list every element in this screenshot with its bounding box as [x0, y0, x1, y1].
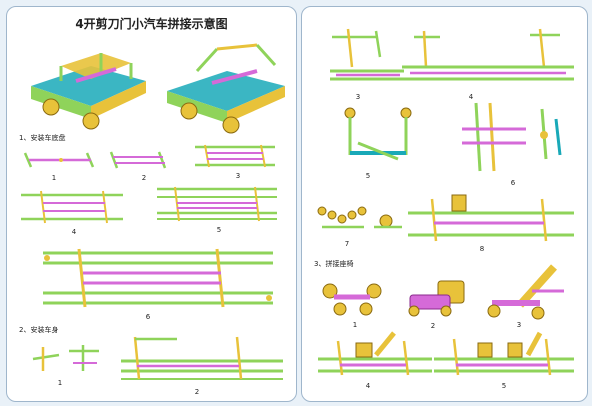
left-instruction-panel: 4开剪刀门小汽车拼接示意图 1、安装车底盘 1 — [6, 6, 297, 402]
seat-step-5-diagram — [434, 331, 574, 376]
seat-step-5-label: 5 — [501, 382, 507, 390]
seat-step-3-label: 3 — [516, 321, 522, 329]
chassis-step-1-label: 1 — [51, 174, 57, 182]
seat-step-2-diagram — [408, 280, 465, 317]
body-step-6-diagram — [462, 102, 562, 172]
chassis-step-3-diagram — [195, 144, 275, 168]
body-step-8-diagram — [408, 194, 574, 242]
body-step-1-label: 1 — [57, 379, 63, 387]
chassis-step-2-diagram — [109, 151, 167, 169]
page-title: 4开剪刀门小汽车拼接示意图 — [75, 17, 228, 31]
body-step-3-label: 3 — [355, 93, 361, 101]
body-step-2-label: 2 — [194, 388, 200, 396]
seat-step-4-label: 4 — [365, 382, 371, 390]
section-label-body: 2、安装车身 — [19, 326, 59, 334]
chassis-step-6-diagram — [43, 248, 273, 308]
body-step-7-label: 7 — [344, 240, 350, 248]
body-step-5-label: 5 — [365, 172, 371, 180]
car-closed-illustration — [31, 53, 146, 130]
body-step-4-diagram — [402, 28, 574, 81]
chassis-step-2-label: 2 — [141, 174, 147, 182]
chassis-step-5-label: 5 — [216, 226, 222, 234]
right-instruction-panel: 3 4 5 6 7 — [301, 6, 588, 402]
body-step-8-label: 8 — [479, 245, 485, 253]
body-step-3-diagram — [330, 28, 404, 81]
body-step-5-diagram — [344, 107, 412, 161]
section-label-chassis: 1、安装车底盘 — [19, 134, 66, 142]
body-step-6-label: 6 — [510, 179, 516, 187]
chassis-step-1-diagram — [23, 152, 95, 168]
body-step-1-diagram — [32, 345, 99, 371]
chassis-step-4-diagram — [21, 190, 123, 224]
section-label-seat: 3、拼接座椅 — [314, 260, 354, 268]
chassis-step-6-label: 6 — [145, 313, 151, 321]
seat-step-1-label: 1 — [352, 321, 358, 329]
chassis-step-5-diagram — [157, 186, 277, 222]
seat-step-1-diagram — [322, 283, 382, 316]
seat-step-3-diagram — [487, 264, 564, 320]
body-step-2-diagram — [121, 336, 283, 380]
seat-step-2-label: 2 — [430, 322, 436, 330]
body-step-4-label: 4 — [468, 93, 474, 101]
seat-step-4-diagram — [318, 331, 432, 376]
car-open-doors-illustration — [167, 43, 285, 134]
body-step-7-diagram — [317, 206, 402, 229]
chassis-step-3-label: 3 — [235, 172, 241, 180]
chassis-step-4-label: 4 — [71, 228, 77, 236]
